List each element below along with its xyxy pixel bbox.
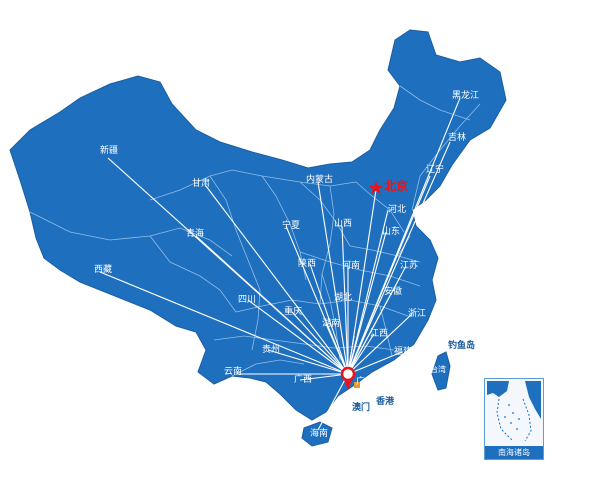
label-chongqing: 重庆 (284, 307, 303, 317)
label-macau: 澳门 (352, 403, 371, 413)
capital-star-icon (369, 181, 383, 194)
label-hainan: 海南 (310, 429, 329, 439)
label-qinghai: 青海 (186, 229, 205, 239)
label-neimenggu: 内蒙古 (306, 175, 334, 185)
label-guangxi: 广西 (294, 375, 313, 385)
south-china-sea-inset: 南海诸岛 (484, 378, 544, 460)
route-lines (99, 97, 461, 431)
capital-label: 北京 (384, 179, 409, 193)
label-guangdong: 广东 (356, 377, 375, 387)
label-henan: 河南 (342, 261, 361, 271)
label-xizang: 西藏 (94, 265, 113, 275)
inset-map (487, 381, 541, 442)
label-hongkong: 香港 (376, 397, 395, 407)
label-liaoning: 辽宁 (426, 165, 445, 175)
label-xinjiang: 新疆 (100, 146, 119, 156)
label-diaoyudao: 钓鱼岛 (448, 341, 476, 351)
hub-marker (340, 366, 360, 390)
taiwan-island (431, 351, 451, 391)
label-zhejiang: 浙江 (408, 309, 427, 319)
mainland-shape (9, 29, 507, 421)
label-shaanxi: 陕西 (298, 259, 317, 269)
label-jiangxi: 江西 (370, 329, 389, 339)
hainan-island (301, 421, 333, 447)
label-jiangsu: 江苏 (400, 261, 419, 271)
label-hebei: 河北 (388, 205, 407, 215)
label-shanxi: 山西 (334, 219, 353, 229)
label-taiwan: 台湾 (430, 365, 446, 374)
label-jilin: 吉林 (448, 133, 467, 143)
label-guizhou: 贵州 (262, 345, 281, 355)
province-borders (29, 85, 481, 377)
label-sichuan: 四川 (238, 295, 257, 305)
inset-caption: 南海诸岛 (485, 446, 543, 459)
label-anhui: 安徽 (384, 287, 403, 297)
label-fujian: 福建 (394, 347, 413, 357)
label-gansu: 甘肃 (192, 179, 211, 189)
label-heilongjiang: 黑龙江 (452, 91, 480, 101)
label-shandong: 山东 (382, 227, 401, 237)
label-ningxia: 宁夏 (282, 221, 301, 231)
label-yunnan: 云南 (224, 367, 243, 377)
label-hunan: 湖南 (322, 319, 341, 329)
label-hubei: 湖北 (334, 293, 353, 303)
